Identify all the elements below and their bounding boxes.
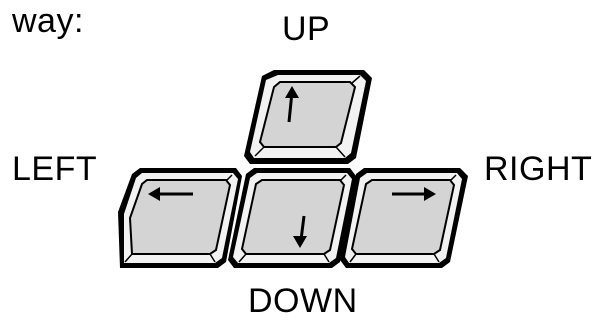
- right-label: RIGHT: [484, 150, 592, 188]
- up-label: UP: [282, 10, 331, 48]
- arrow-right-icon: [392, 187, 436, 201]
- down-arrow-key: [228, 168, 356, 268]
- down-label: DOWN: [248, 282, 358, 320]
- left-arrow-key: [118, 168, 242, 268]
- intro-text: way:: [12, 2, 84, 40]
- up-arrow-key: [244, 70, 372, 164]
- right-arrow-key: [340, 168, 468, 268]
- arrow-up-icon: [285, 86, 299, 123]
- left-label: LEFT: [12, 150, 98, 188]
- arrow-down-icon: [293, 215, 307, 248]
- arrow-left-icon: [148, 187, 193, 201]
